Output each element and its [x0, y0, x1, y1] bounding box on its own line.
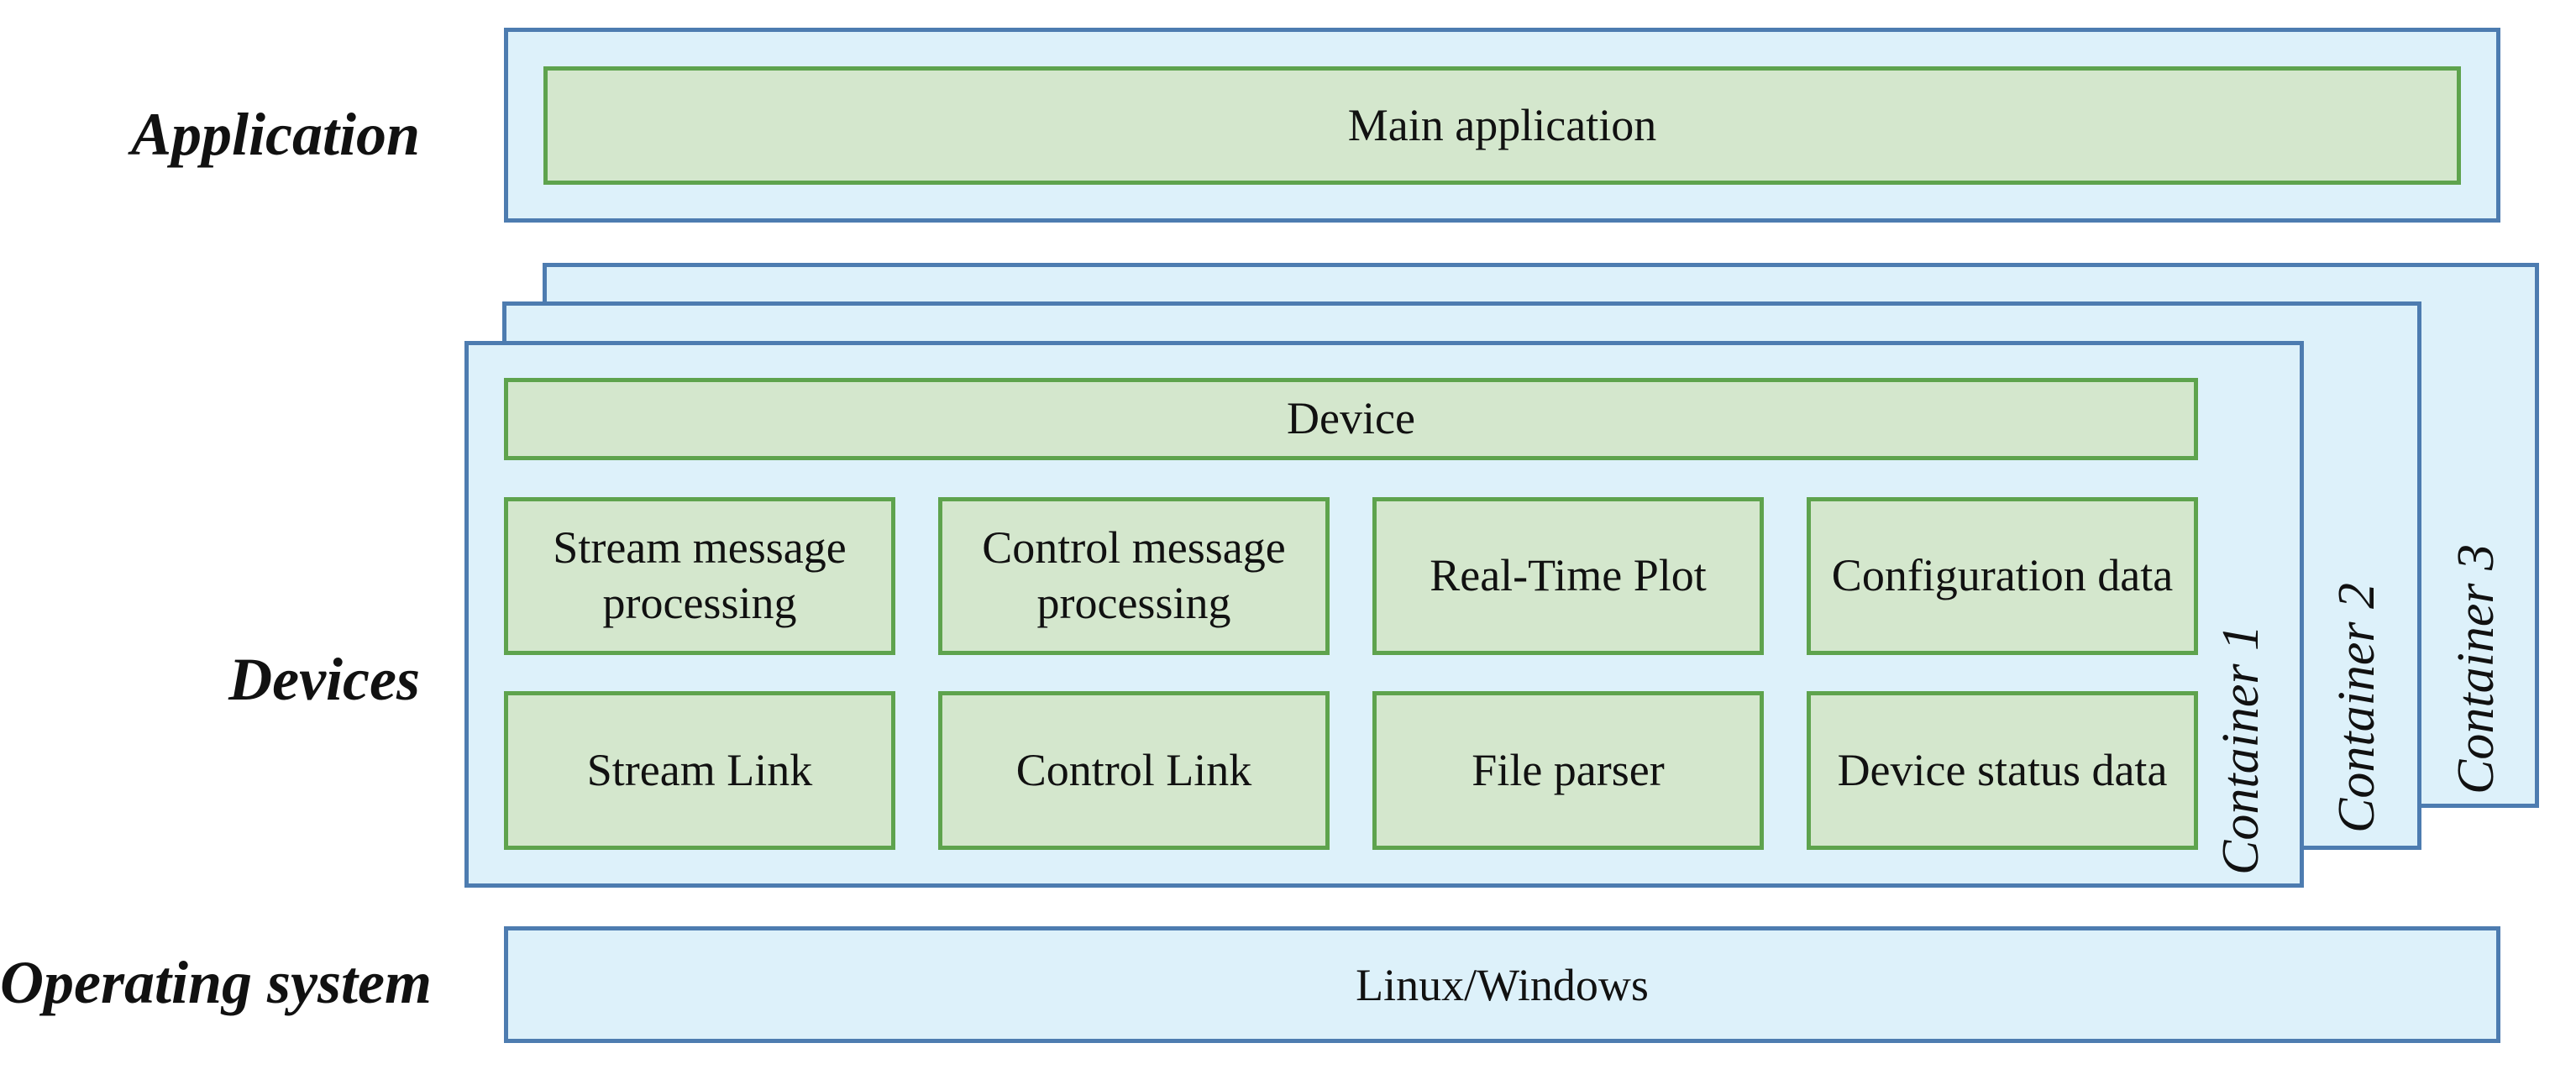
main-application-box: Main application [543, 66, 2461, 185]
module-control-message-processing: Control message processing [938, 497, 1330, 655]
operating-system-label: Linux/Windows [1356, 959, 1649, 1010]
module-label: File parser [1472, 744, 1665, 795]
label-container-2: Container 2 [2328, 583, 2385, 833]
module-label: Control Link [1015, 744, 1252, 795]
module-label: Real-Time Plot [1430, 550, 1707, 601]
module-real-time-plot: Real-Time Plot [1372, 497, 1764, 655]
module-label: Stream message processing [553, 522, 847, 628]
module-stream-message-processing: Stream message processing [504, 497, 895, 655]
module-file-parser: File parser [1372, 691, 1764, 850]
module-configuration-data: Configuration data [1807, 497, 2198, 655]
device-header-label: Device [1287, 393, 1415, 444]
module-stream-link: Stream Link [504, 691, 895, 850]
module-label: Stream Link [586, 744, 813, 795]
label-application: Application [130, 101, 420, 168]
label-operating-system: Operating system [0, 949, 432, 1016]
module-label: Configuration data [1831, 550, 2174, 601]
main-application-label: Main application [1347, 99, 1657, 150]
module-label: Device status data [1837, 744, 2168, 795]
device-header-bar: Device [504, 378, 2198, 460]
label-container-3: Container 3 [2447, 544, 2505, 794]
label-devices: Devices [228, 646, 420, 713]
module-device-status-data: Device status data [1807, 691, 2198, 850]
label-container-1: Container 1 [2212, 625, 2269, 875]
module-label: Control message processing [982, 522, 1286, 628]
operating-system-box: Linux/Windows [504, 926, 2500, 1043]
module-control-link: Control Link [938, 691, 1330, 850]
